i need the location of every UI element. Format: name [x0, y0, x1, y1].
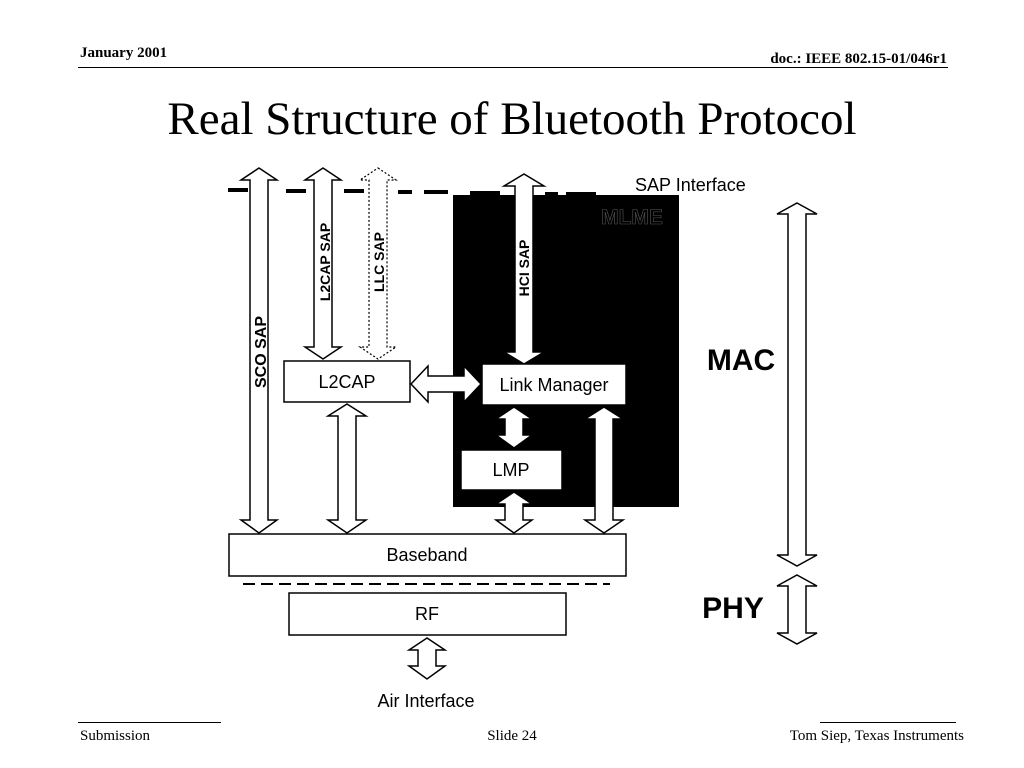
link-manager-baseband-arrow — [582, 406, 626, 534]
footer-slide-number: Slide 24 — [487, 728, 537, 744]
l2cap-sap-arrow — [302, 167, 344, 360]
baseband-box — [228, 533, 627, 577]
l2cap-link-manager-arrow — [409, 364, 483, 404]
mac-label: MAC — [707, 344, 775, 377]
sco-sap-arrow — [238, 167, 280, 534]
link-manager-box-label: Link Manager — [499, 375, 608, 395]
air-interface-label: Air Interface — [377, 691, 474, 711]
header-divider — [78, 67, 948, 68]
header-doc-id: doc.: IEEE 802.15-01/046r1 — [770, 51, 947, 67]
sap-interface-label: SAP Interface — [635, 175, 746, 195]
footer-divider-left — [78, 722, 221, 723]
link-manager-box — [481, 363, 627, 406]
hci-sap-label: HCI SAP — [516, 240, 532, 297]
rf-box-label: RF — [415, 604, 439, 624]
baseband-box-label: Baseband — [386, 545, 467, 565]
llc-sap-arrow — [358, 167, 398, 360]
slide-title: Real Structure of Bluetooth Protocol — [167, 93, 857, 145]
footer-divider-right — [820, 722, 956, 723]
sco-sap-label: SCO SAP — [253, 316, 270, 388]
llc-sap-label: LLC SAP — [371, 232, 387, 292]
l2cap-box — [283, 360, 411, 403]
lmp-box — [460, 449, 563, 491]
l2cap-baseband-arrow — [325, 403, 369, 534]
link-manager-lmp-arrow — [493, 406, 535, 449]
rf-box — [288, 592, 567, 636]
footer-author: Tom Siep, Texas Instruments — [789, 728, 964, 744]
phy-range-arrow — [776, 574, 818, 645]
lmp-baseband-arrow — [493, 491, 535, 534]
footer-submission: Submission — [80, 728, 151, 744]
rf-air-arrow — [406, 637, 448, 680]
phy-label: PHY — [702, 592, 764, 625]
mlme-label: MLME — [601, 206, 663, 229]
l2cap-sap-label: L2CAP SAP — [317, 223, 333, 301]
sap-interface-line — [228, 188, 596, 196]
l2cap-box-label: L2CAP — [318, 372, 375, 392]
header-date: January 2001 — [80, 45, 168, 61]
lmp-box-label: LMP — [492, 460, 529, 480]
mac-range-arrow — [776, 202, 818, 567]
